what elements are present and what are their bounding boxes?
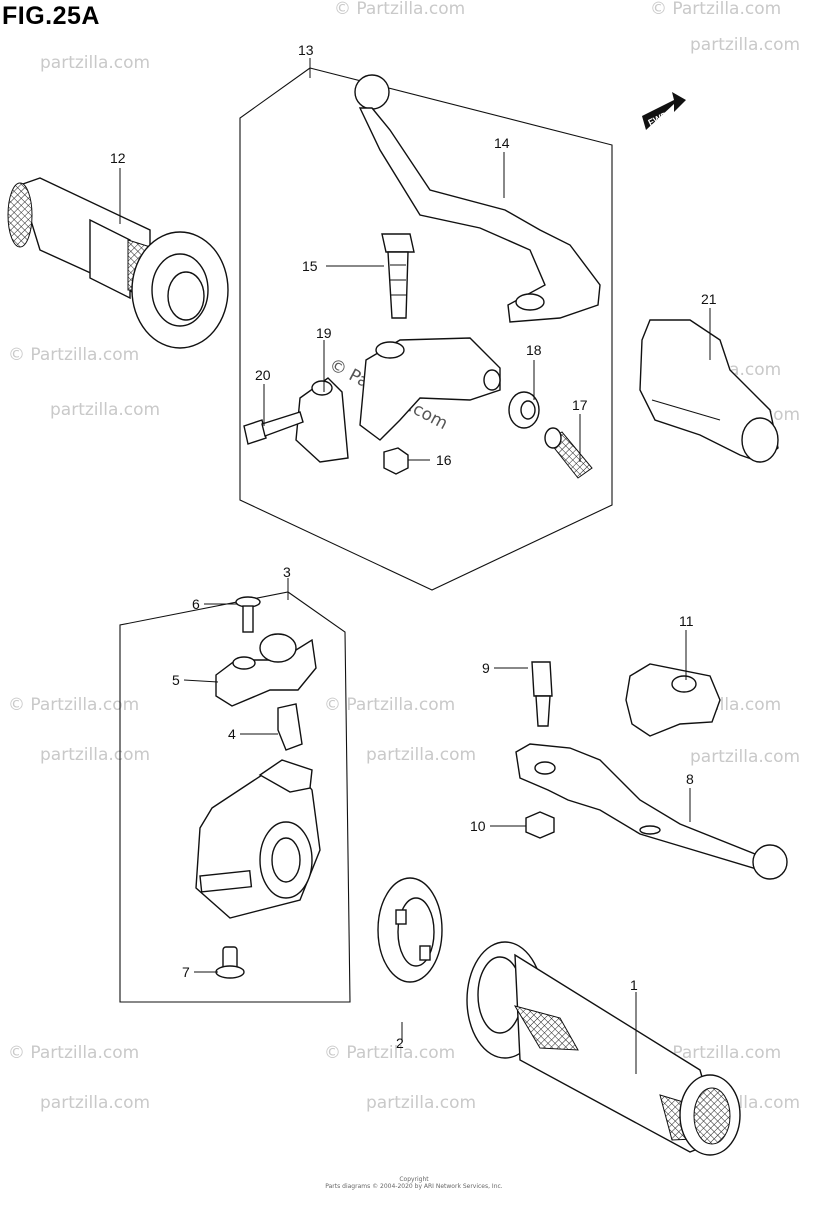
cable-clamp	[215, 633, 317, 707]
callout-12: 12	[110, 150, 126, 166]
switch-housing	[195, 759, 321, 919]
pivot-bolt	[531, 661, 553, 727]
watermark: partzilla.com	[40, 745, 150, 765]
watermark: partzilla.com	[690, 747, 800, 767]
watermark: © Partzilla.com	[8, 1043, 139, 1063]
nut	[383, 447, 409, 475]
callout-4: 4	[228, 726, 236, 742]
watermark: © Partzilla.com	[650, 0, 781, 19]
callout-21: 21	[701, 291, 717, 307]
callout-8: 8	[686, 771, 694, 787]
right-grip	[466, 941, 741, 1156]
throttle-ring	[377, 877, 443, 983]
watermark: partzilla.com	[366, 1093, 476, 1113]
copyright-line-1: Copyright	[399, 1176, 429, 1183]
callout-10: 10	[470, 818, 486, 834]
watermark: partzilla.com	[40, 53, 150, 73]
watermark: © Partzilla.com	[324, 1043, 455, 1063]
callout-6: 6	[192, 596, 200, 612]
copyright-line-2: Parts diagrams © 2004-2020 by ARI Networ…	[325, 1183, 503, 1190]
watermark: © Partzilla.com	[8, 345, 139, 365]
watermark: © Partzilla.com	[650, 1043, 781, 1063]
clamp-and-bolt	[243, 377, 349, 463]
callout-15: 15	[302, 258, 318, 274]
callout-2: 2	[396, 1035, 404, 1051]
callout-3: 3	[283, 564, 291, 580]
callout-20: 20	[255, 367, 271, 383]
assembly-box-13	[239, 67, 613, 591]
brake-lever	[515, 743, 788, 880]
adjuster-bolt	[544, 427, 593, 479]
lever-cover	[639, 319, 779, 463]
assembly-box-3	[119, 591, 351, 1003]
callout-17: 17	[572, 397, 588, 413]
leader-lines	[119, 58, 711, 1074]
watermark: © Partzilla.com	[334, 0, 465, 19]
clip	[277, 703, 303, 751]
watermark: © Partzilla.com	[324, 695, 455, 715]
left-grip	[7, 177, 229, 349]
fwd-arrow-icon: FWD	[642, 92, 686, 130]
screw-6	[235, 596, 261, 633]
callout-14: 14	[494, 135, 510, 151]
watermark: partzilla.com	[366, 745, 476, 765]
adjuster-nut	[508, 391, 540, 429]
nut-10	[525, 811, 555, 839]
figure-title: FIG.25A	[2, 2, 100, 30]
copyright-footer: Copyright Parts diagrams © 2004-2020 by …	[0, 1176, 828, 1190]
clutch-lever	[354, 74, 601, 323]
callout-9: 9	[482, 660, 490, 676]
watermark: partzilla.com	[50, 400, 160, 420]
callout-18: 18	[526, 342, 542, 358]
callout-13: 13	[298, 42, 314, 58]
callout-7: 7	[182, 964, 190, 980]
callout-5: 5	[172, 672, 180, 688]
callout-1: 1	[630, 977, 638, 993]
lever-bolt	[381, 233, 415, 319]
lever-holder-cover	[625, 663, 721, 737]
callout-11: 11	[679, 613, 694, 629]
watermark: partzilla.com	[690, 35, 800, 55]
screw-7	[215, 946, 245, 979]
callout-19: 19	[316, 325, 332, 341]
watermark: partzilla.com	[40, 1093, 150, 1113]
lever-holder	[359, 337, 501, 441]
callout-16: 16	[436, 452, 452, 468]
watermark: © Partzilla.com	[8, 695, 139, 715]
callout-numbers: 1 2 3 4 5 6 7 8 9 10 11 12 13 14 15 16 1…	[110, 42, 717, 1051]
